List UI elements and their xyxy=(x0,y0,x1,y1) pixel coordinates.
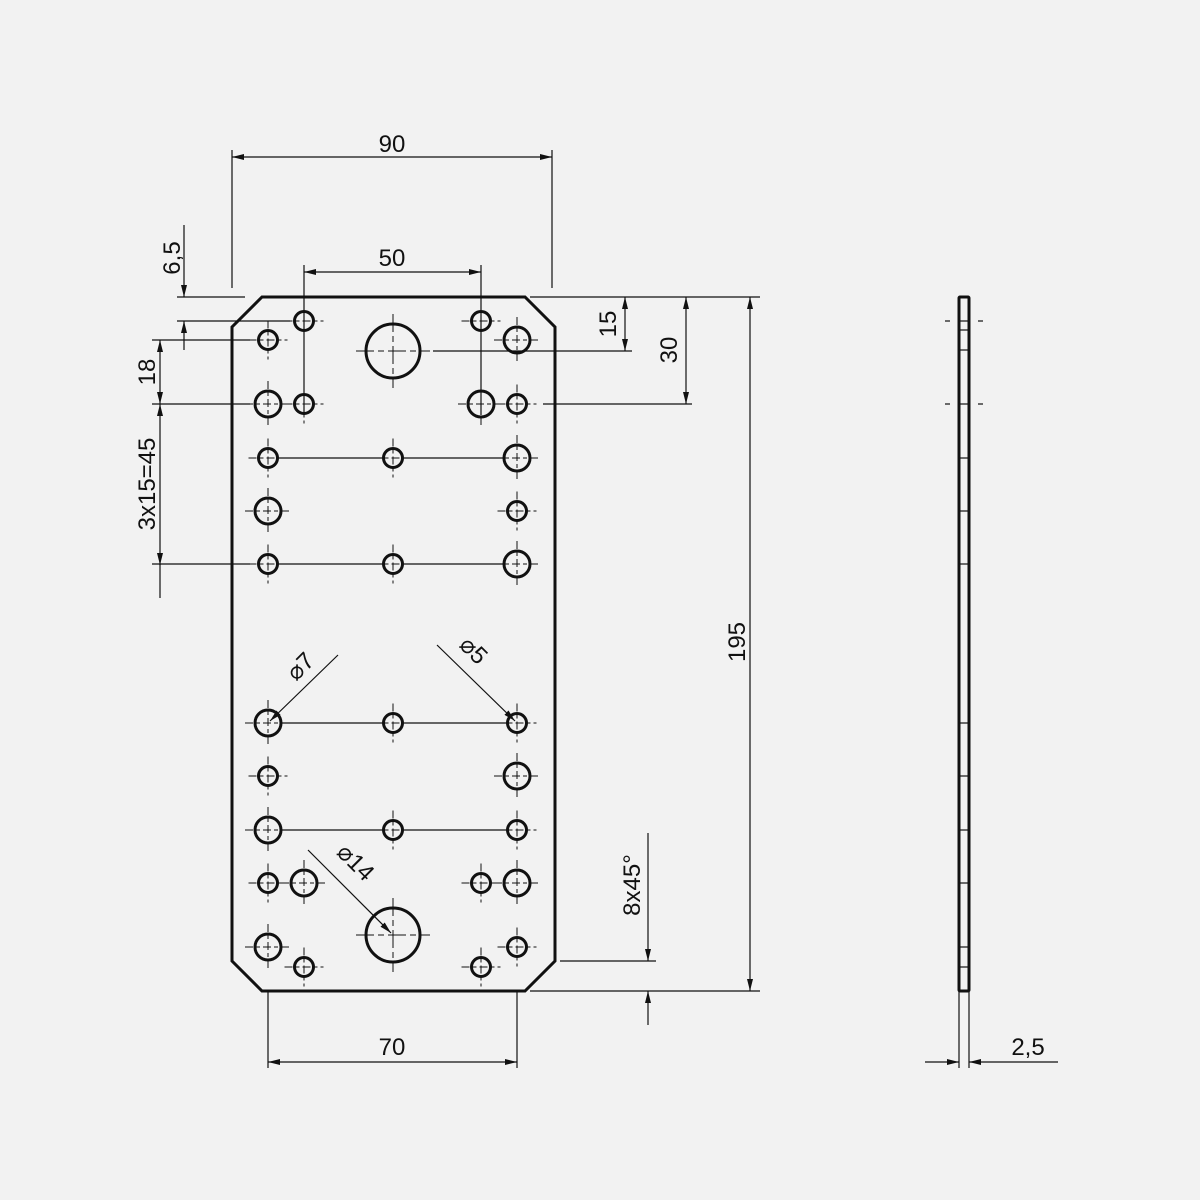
dim-chamfer: 8x45° xyxy=(619,854,646,916)
holes xyxy=(245,301,540,987)
dim-bottom-spacing: 70 xyxy=(379,1034,406,1061)
dim-second-row-offset: 30 xyxy=(656,337,683,364)
dim-thickness: 2,5 xyxy=(1011,1034,1044,1061)
dim-row-spacing: 18 xyxy=(134,359,161,386)
dim-overall-height: 195 xyxy=(724,622,751,662)
dimension-labels: 90 50 6,5 18 3x15=45 15 30 195 ⌀7 ⌀5 ⌀14… xyxy=(134,131,1045,1061)
dim-pitch: 3x15=45 xyxy=(134,438,161,531)
dimension-lines xyxy=(152,150,760,1068)
dim-large-hole-offset: 15 xyxy=(595,311,622,338)
side-view xyxy=(925,295,1058,1068)
dim-diameter-14: ⌀14 xyxy=(331,839,379,887)
dim-diameter-7: ⌀7 xyxy=(281,647,320,686)
dim-overall-width: 90 xyxy=(379,131,406,158)
dim-hole-spacing-top: 50 xyxy=(379,245,406,272)
dim-diameter-5: ⌀5 xyxy=(454,631,493,670)
dim-top-offset: 6,5 xyxy=(159,241,186,274)
plate-outline xyxy=(230,295,557,993)
